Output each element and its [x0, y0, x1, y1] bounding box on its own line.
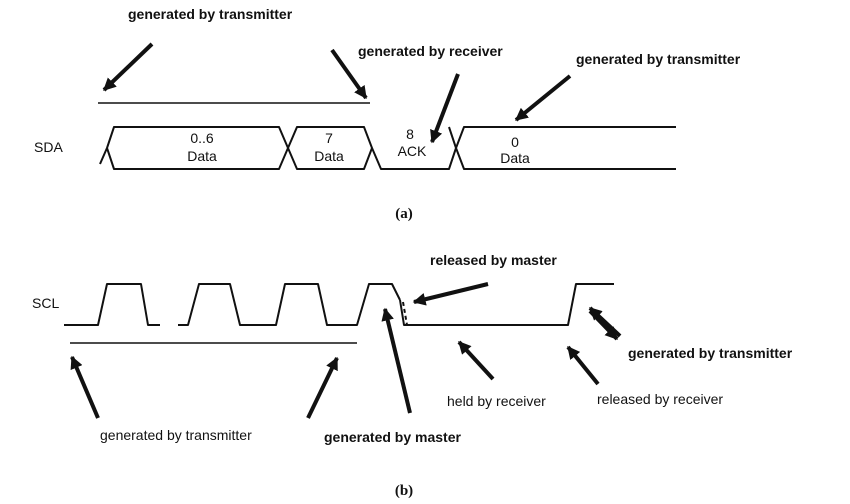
scl-stretched-low [399, 283, 614, 326]
caption-a: (a) [395, 206, 413, 222]
sda-field-0-low [455, 147, 676, 170]
arrow-transmitter-right [330, 48, 368, 100]
panel-b: released by master SCL generated by tran… [32, 252, 793, 499]
field-0-6-bottom: Data [187, 148, 217, 164]
arrow-receiver [430, 73, 460, 144]
sda-field-ack [371, 126, 457, 170]
annotation-generated-by-transmitter-bottom: generated by transmitter [100, 427, 252, 443]
annotation-generated-by-transmitter-right-b: generated by transmitter [628, 345, 793, 361]
field-0-top: 0 [511, 134, 519, 150]
scl-clock-pulse-1 [64, 283, 160, 326]
field-8-bottom: ACK [398, 143, 427, 159]
annotation-released-by-receiver: released by receiver [597, 391, 723, 407]
field-0-bottom: Data [500, 150, 530, 166]
scl-waveform [64, 283, 614, 326]
arrow-transmitter-data [514, 74, 572, 122]
arrow-held-by-receiver [457, 340, 495, 381]
sda-label: SDA [34, 139, 63, 155]
annotation-generated-by-transmitter-right: generated by transmitter [576, 51, 741, 67]
arrow-transmitter-b-left [70, 355, 100, 419]
arrow-generated-by-transmitter-right-head [588, 306, 622, 338]
scl-clock-pulses [178, 283, 401, 326]
arrow-released-by-receiver [566, 345, 600, 386]
scl-released-dashed [402, 301, 408, 326]
field-7-top: 7 [325, 130, 333, 146]
annotation-generated-by-master: generated by master [324, 429, 461, 445]
scl-label: SCL [32, 295, 59, 311]
sda-field-0-high [455, 126, 676, 149]
field-0-6-top: 0..6 [190, 130, 214, 146]
panel-a: generated by transmitter generated by re… [34, 6, 741, 222]
arrow-transmitter-b-right [306, 356, 339, 419]
arrow-generated-by-master [381, 307, 412, 414]
sda-field-0-6 [99, 126, 289, 170]
arrow-transmitter-left [102, 42, 154, 92]
field-7-bottom: Data [314, 148, 344, 164]
annotation-released-by-master: released by master [430, 252, 557, 268]
annotation-held-by-receiver: held by receiver [447, 393, 546, 409]
annotation-generated-by-transmitter-top: generated by transmitter [128, 6, 293, 22]
annotation-generated-by-receiver: generated by receiver [358, 43, 503, 59]
arrow-released-by-master [412, 282, 489, 306]
arrow-generated-by-transmitter-right [588, 309, 619, 341]
caption-b: (b) [395, 483, 413, 499]
field-8-top: 8 [406, 126, 414, 142]
sda-waveform [99, 126, 676, 170]
